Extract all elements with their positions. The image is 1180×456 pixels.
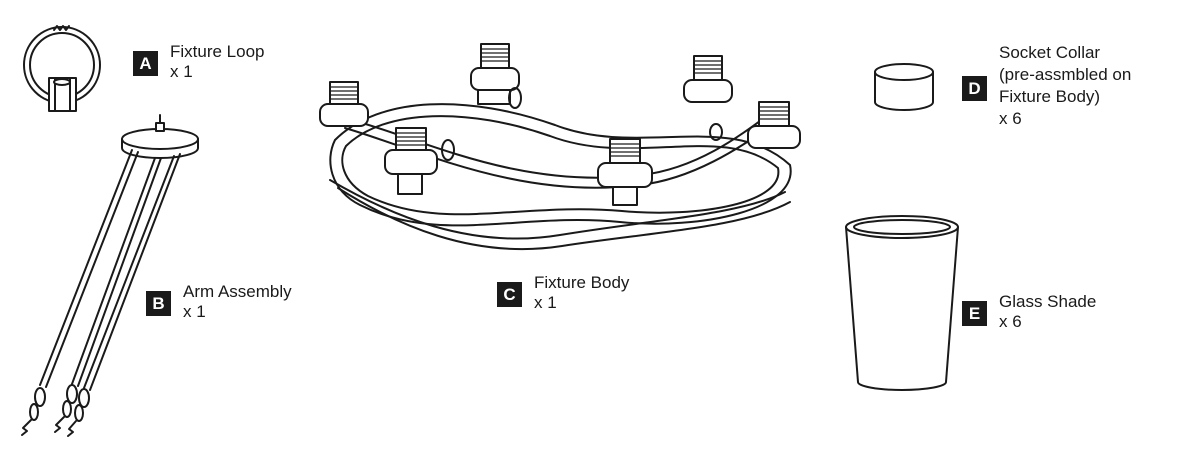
part-label-e: E Glass Shade x 6 (962, 292, 1096, 332)
socket (747, 101, 801, 149)
part-label-b: B Arm Assembly x 1 (146, 282, 292, 322)
glass-shade-drawing (845, 215, 959, 391)
part-letter-badge: B (146, 291, 171, 316)
part-letter-badge: C (497, 282, 522, 307)
part-quantity: x 1 (183, 302, 206, 321)
socket (597, 138, 653, 206)
part-quantity: x 6 (999, 312, 1022, 331)
part-name-line: (pre-assmbled on (999, 65, 1132, 84)
part-label-d: D Socket Collar (pre-assmbled on Fixture… (962, 42, 1131, 130)
part-letter-badge: E (962, 301, 987, 326)
part-name-line: Fixture Body) (999, 87, 1101, 106)
socket (470, 43, 520, 105)
part-quantity: x 6 (999, 109, 1022, 128)
part-name: Fixture Loop (170, 42, 265, 61)
arm-assembly-drawing (21, 114, 199, 437)
fixture-loop-drawing (23, 25, 101, 112)
part-letter-badge: D (962, 76, 987, 101)
part-label-c: C Fixture Body x 1 (497, 273, 629, 313)
part-quantity: x 1 (170, 62, 193, 81)
part-label-a: A Fixture Loop x 1 (133, 42, 265, 82)
part-name: Fixture Body (534, 273, 630, 292)
part-name: Arm Assembly (183, 282, 292, 301)
fixture-body-drawing (319, 43, 801, 251)
part-letter-badge: A (133, 51, 158, 76)
socket (319, 81, 369, 127)
socket (683, 55, 733, 103)
socket-collar-drawing (874, 63, 934, 111)
socket (384, 127, 438, 195)
part-name-line: Socket Collar (999, 43, 1101, 62)
part-name: Glass Shade (999, 292, 1097, 311)
part-quantity: x 1 (534, 293, 557, 312)
